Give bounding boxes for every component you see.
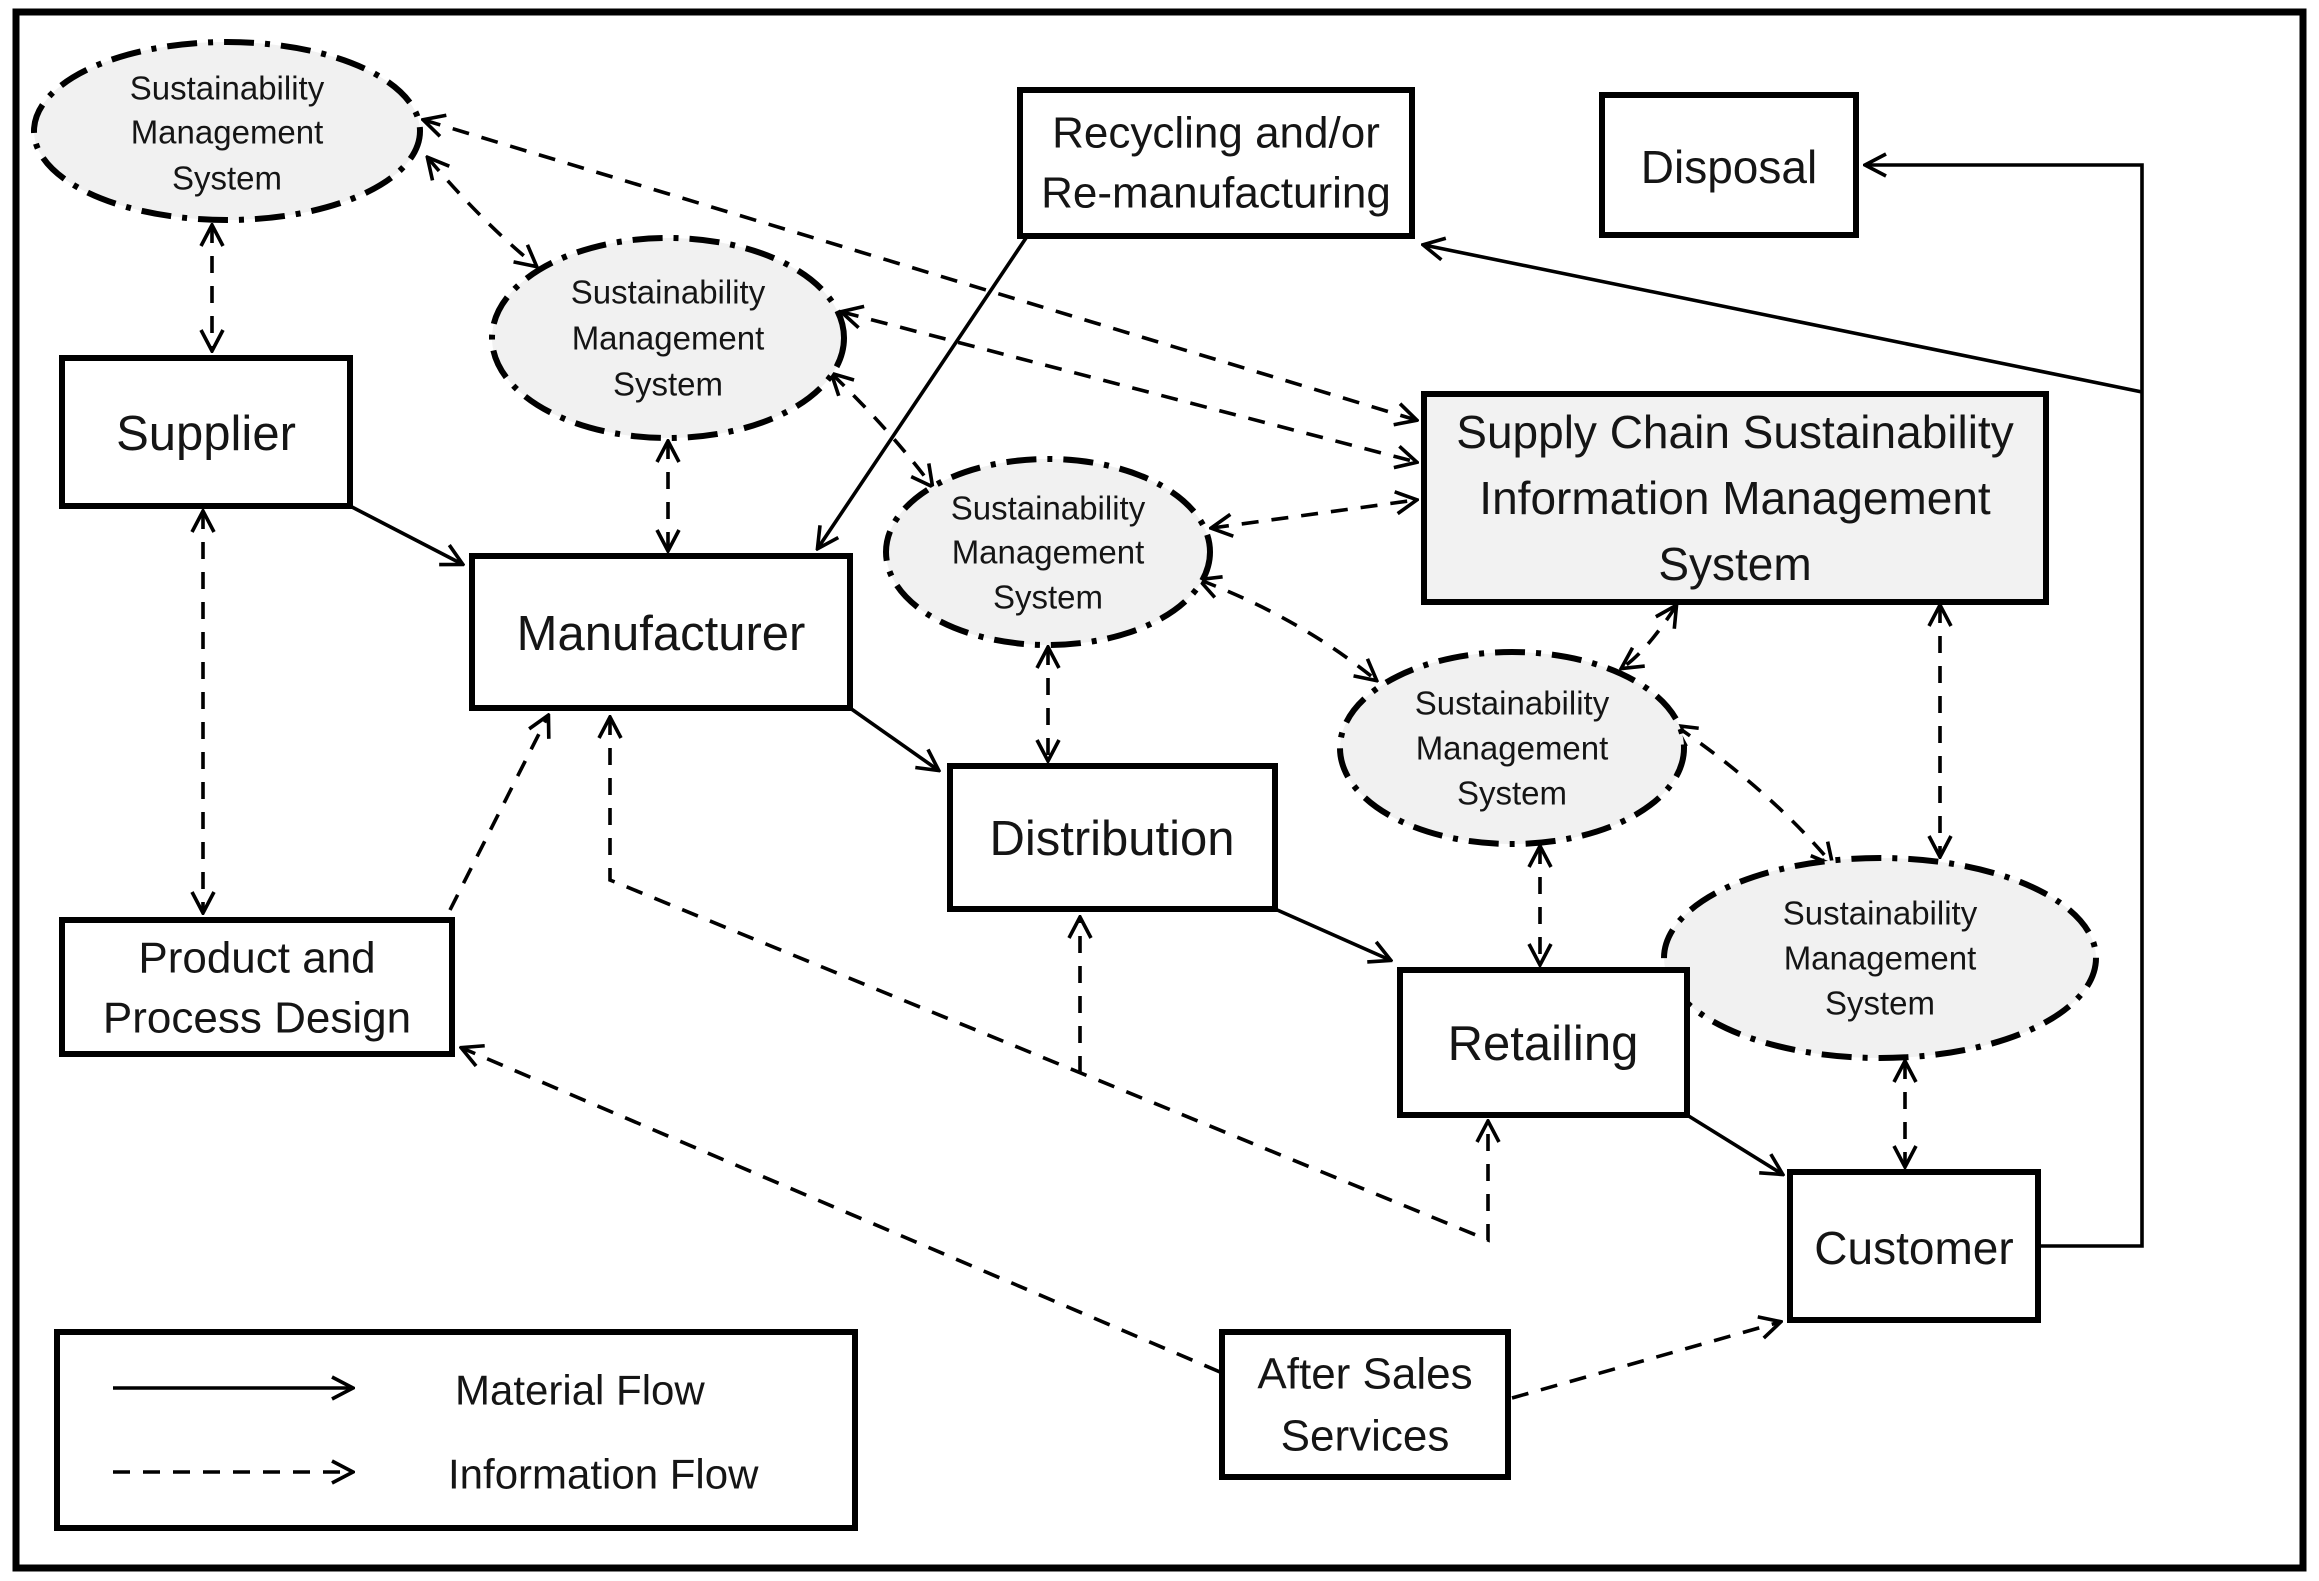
node-scsims: Supply Chain Sustainability Information … (1421, 391, 2049, 605)
sms4-line1: Sustainability (1415, 685, 1610, 722)
after-sales-box (1219, 1329, 1511, 1480)
node-after-sales: After Sales Services (1219, 1329, 1511, 1480)
supplier-label: Supplier (116, 407, 296, 461)
legend-material-label: Material Flow (455, 1367, 705, 1414)
sms-ellipse-distribution-shape (883, 456, 1213, 648)
edge-sms4-sms5 (1676, 726, 1832, 864)
product-process-design-box (59, 917, 455, 1057)
recycling-line1: Recycling and/or (1052, 109, 1380, 158)
sms1-line3: System (172, 160, 282, 197)
sms-ellipse-manufacturer-shape (489, 235, 847, 441)
node-supplier: Supplier (59, 355, 353, 509)
sms5-line3: System (1825, 985, 1935, 1022)
ppd-line1: Product and (138, 934, 375, 983)
edge-customer-disposal (1866, 165, 2144, 1248)
distribution-label: Distribution (989, 812, 1234, 866)
sms2-line1: Sustainability (571, 274, 766, 311)
edge-sms3-scsims (1212, 500, 1416, 528)
edge-sms3-sms4 (1200, 580, 1376, 680)
edge-retailing-customer (1686, 1113, 1782, 1174)
sms-ellipse-customer: Sustainability Management System (1661, 855, 2099, 1061)
node-disposal: Disposal (1599, 92, 1859, 238)
scsims-line3: System (1658, 538, 1811, 590)
sms-ellipse-supplier: Sustainability Management System (31, 39, 423, 223)
scsims-line1: Supply Chain Sustainability (1456, 406, 2013, 458)
edge-ppd-manufacturer (448, 716, 548, 911)
customer-box (1787, 1169, 2041, 1323)
process-boxes: Supplier Manufacturer Distribution Retai… (59, 87, 2049, 1480)
sms-ellipse-distribution: Sustainability Management System (883, 456, 1213, 648)
sms1-line1: Sustainability (130, 70, 325, 107)
sms-ellipse-customer-shape (1661, 855, 2099, 1061)
diagram-border (12, 8, 2307, 1572)
scsims-box (1421, 391, 2049, 605)
legend-box (54, 1329, 858, 1531)
sms3-line2: Management (952, 534, 1145, 571)
legend-information-label: Information Flow (448, 1451, 759, 1498)
sms-ellipse-manufacturer: Sustainability Management System (489, 235, 847, 441)
sms1-line2: Management (131, 114, 324, 151)
edge-distribution-retailing (1274, 907, 1390, 960)
after-sales-line1: After Sales (1257, 1350, 1472, 1399)
node-distribution: Distribution (947, 763, 1278, 912)
edge-sms1-sms2 (428, 158, 536, 266)
node-product-process-design: Product and Process Design (59, 917, 455, 1057)
sms3-line3: System (993, 579, 1103, 616)
distribution-box (947, 763, 1278, 912)
sms3-line1: Sustainability (951, 490, 1146, 527)
edge-customer-recycling (1424, 245, 2143, 394)
node-retailing: Retailing (1397, 967, 1690, 1118)
sms4-line2: Management (1416, 730, 1609, 767)
scsims-line2: Information Management (1479, 472, 1991, 524)
sms2-line3: System (613, 366, 723, 403)
sms4-line3: System (1457, 775, 1567, 812)
edge-sms1-scsims (424, 120, 1416, 420)
edge-sms2-sms3 (832, 374, 932, 486)
edge-scsims-sms4 (1622, 606, 1676, 668)
customer-label: Customer (1814, 1222, 2013, 1274)
edge-aftersales-customer (1511, 1322, 1780, 1400)
sms-ellipse-retailing-shape (1337, 649, 1687, 847)
edge-sms2-scsims (842, 312, 1416, 462)
retailing-box (1397, 967, 1690, 1118)
manufacturer-label: Manufacturer (517, 607, 806, 661)
recycling-line2: Re-manufacturing (1041, 169, 1391, 218)
edge-manufacturer-distribution (848, 706, 938, 770)
sms-ellipse-retailing: Sustainability Management System (1337, 649, 1687, 847)
sms2-line2: Management (572, 320, 765, 357)
sms5-line2: Management (1784, 940, 1977, 977)
node-customer: Customer (1787, 1169, 2041, 1323)
information-flow-edges (203, 120, 1940, 1400)
sms-ellipse-supplier-shape (31, 39, 423, 223)
recycling-box (1017, 87, 1415, 239)
legend: Material Flow Information Flow (54, 1329, 858, 1531)
disposal-label: Disposal (1641, 141, 1817, 193)
ppd-line2: Process Design (103, 994, 411, 1043)
manufacturer-box (469, 553, 853, 711)
sms-ellipses: Sustainability Management System Sustain… (31, 39, 2099, 1061)
node-recycling: Recycling and/or Re-manufacturing (1017, 87, 1415, 239)
after-sales-line2: Services (1281, 1412, 1450, 1461)
sms5-line1: Sustainability (1783, 895, 1978, 932)
edge-aftersales-ppd (462, 1048, 1221, 1374)
supplier-box (59, 355, 353, 509)
retailing-label: Retailing (1448, 1017, 1639, 1071)
edge-supplier-manufacturer (349, 504, 462, 564)
disposal-box (1599, 92, 1859, 238)
edge-info-link-manufacturer-retailing (610, 718, 1488, 1243)
node-manufacturer: Manufacturer (469, 553, 853, 711)
